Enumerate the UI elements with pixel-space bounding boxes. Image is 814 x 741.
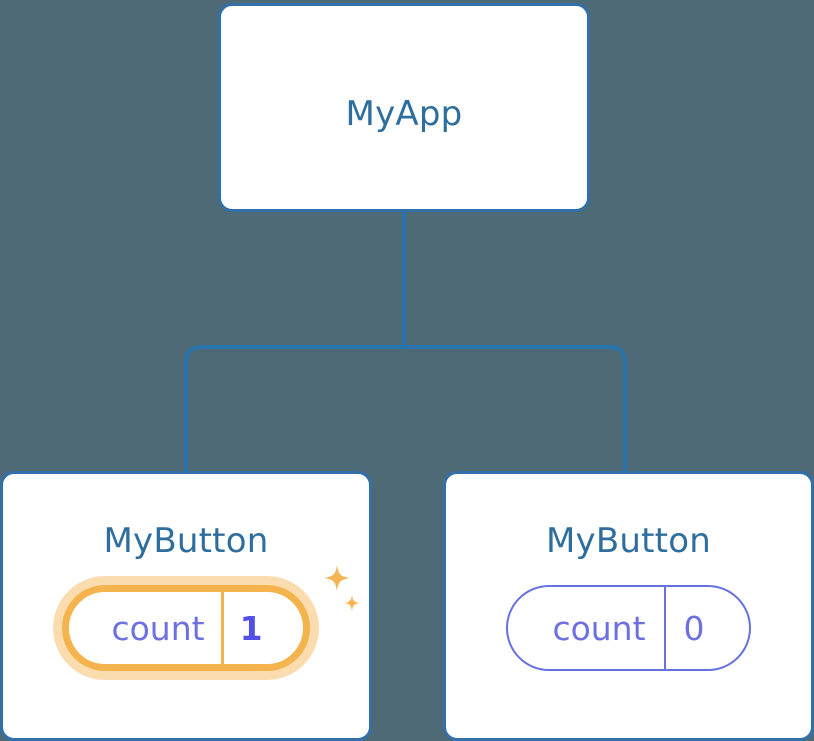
edge-bus-to-child-right <box>404 345 627 473</box>
component-title: MyButton <box>103 521 269 561</box>
state-pill-container: count 1 <box>3 585 369 671</box>
state-key: count <box>552 608 646 648</box>
state-pill[interactable]: count 0 <box>506 585 751 671</box>
component-card-myapp[interactable]: MyApp <box>218 3 590 212</box>
state-pill-highlighted[interactable]: count 1 <box>62 585 310 671</box>
component-title: MyButton <box>546 521 711 561</box>
component-card-mybutton-right[interactable]: MyButton count 0 <box>443 471 814 741</box>
component-title: MyApp <box>345 94 463 134</box>
component-card-mybutton-left[interactable]: MyButton count 1 <box>0 471 372 741</box>
edge-bus-to-child-left <box>184 345 404 473</box>
state-value: 0 <box>663 587 749 669</box>
state-value: 1 <box>220 592 303 664</box>
state-key: count <box>111 608 205 648</box>
state-pill-container: count 0 <box>446 585 811 671</box>
